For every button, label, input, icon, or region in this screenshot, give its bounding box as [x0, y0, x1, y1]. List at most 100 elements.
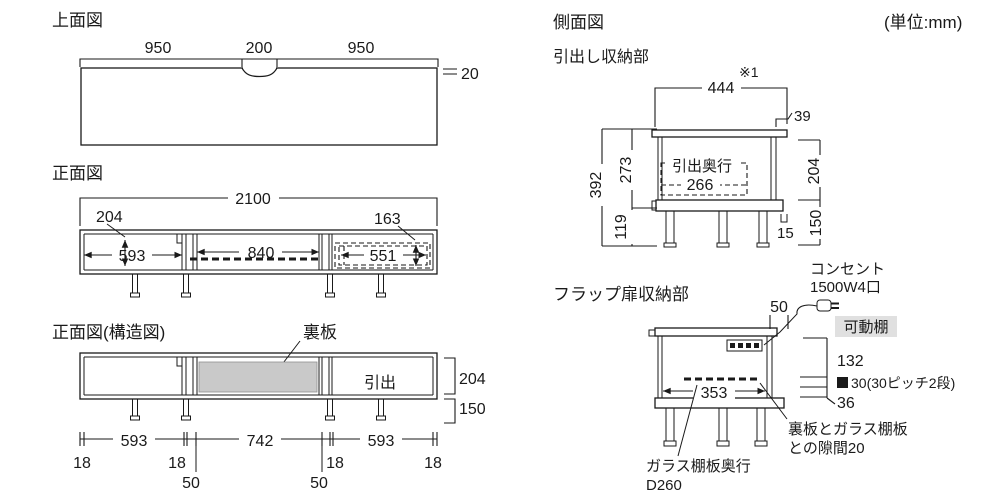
dim-950-right: 950	[348, 40, 375, 57]
structure-door-catch	[176, 356, 183, 367]
side-drawer-view: 側面図 (単位:mm) 引出し収納部 ※1 444 39 引出奥行 266 15	[553, 13, 962, 248]
outlet-offset-ticks	[769, 315, 789, 329]
drawer-depth-label: 引出奥行	[672, 158, 732, 175]
flap-top-board	[654, 327, 778, 337]
dim-150-structure: 150	[459, 401, 486, 418]
side-flap-view: フラップ扉収納部 コンセント 1500W4口 50 353	[553, 261, 955, 494]
glass-note-line1: ガラス棚板奥行	[646, 457, 751, 475]
structure-view-title: 正面図(構造図)	[52, 323, 165, 342]
back-panel-label: 裏板	[303, 322, 337, 342]
front-163-leader	[397, 225, 416, 241]
back-gap-mark	[775, 112, 793, 127]
movable-shelf-tag-bg	[835, 316, 897, 337]
dim-444-bg	[702, 81, 741, 94]
front-view-title: 正面図	[52, 164, 103, 183]
dim-50-leaders	[195, 441, 323, 472]
side-view-title: 側面図	[553, 13, 604, 32]
dim-551: 551	[370, 248, 397, 265]
dim-204-front: 204	[96, 209, 123, 226]
drawer-dashed-inner	[338, 245, 428, 266]
dim-2100: 2100	[235, 191, 271, 208]
structure-view: 正面図(構造図) 裏板 引出 204 150 593 742 59	[52, 322, 486, 492]
dim-18-2: 18	[168, 455, 186, 472]
structure-legs	[130, 398, 386, 421]
flap-section-title: フラップ扉収納部	[553, 285, 689, 304]
dim-204-structure: 204	[459, 371, 486, 388]
dim-353-bg	[693, 384, 735, 399]
dim-150-side: 150	[808, 210, 825, 237]
drawer-depth-label-bg	[665, 158, 739, 174]
side-walls	[657, 137, 777, 200]
dim-163: 163	[374, 211, 401, 228]
back-panel-area	[198, 361, 318, 393]
shelf-pitch-bracket	[800, 337, 836, 405]
top-dim-bracket	[79, 58, 439, 67]
top-view: 上面図 950 200 950 20	[52, 11, 479, 146]
glass-note-leader	[677, 384, 698, 457]
glass-note-line2: D260	[646, 477, 682, 494]
dim-593-b1: 593	[121, 433, 148, 450]
dim-444: 444	[708, 80, 735, 97]
dim-950-left: 950	[145, 40, 172, 57]
structure-cabinet-outline	[79, 352, 438, 400]
pitch-step-label: 30(30ピッチ2段)	[851, 375, 955, 391]
dim-18-1: 18	[73, 455, 91, 472]
unit-note: (単位:mm)	[884, 13, 962, 32]
top-view-title: 上面図	[52, 11, 103, 30]
cable-notch	[241, 67, 278, 78]
side-right-dims: 204 150	[798, 139, 825, 246]
side-top-board	[651, 129, 788, 138]
side-bottom-board	[655, 199, 784, 212]
structure-dividers	[181, 357, 333, 395]
gap-note-line1: 裏板とガラス棚板	[788, 420, 908, 438]
outlet-strip	[726, 339, 763, 352]
side-left-dims: 392 273 119	[588, 128, 657, 247]
outlet-label-line1: コンセント	[810, 261, 885, 278]
dim-551-bg	[364, 247, 403, 262]
dim-50-2: 50	[310, 475, 328, 492]
plug-icon	[763, 299, 839, 346]
dim-266-bg	[681, 177, 720, 191]
front-door-catch	[176, 233, 183, 244]
dim-392: 392	[588, 172, 605, 199]
dim-39: 39	[794, 108, 811, 125]
dim-2100-bg	[228, 191, 279, 205]
dim-50-1: 50	[182, 475, 200, 492]
structure-cabinet-inner	[83, 356, 434, 396]
dim-273: 273	[618, 157, 635, 184]
dim-15: 15	[777, 225, 794, 242]
top-dim-ticks	[241, 59, 278, 67]
front-204-leader	[106, 223, 126, 238]
dim-266: 266	[687, 177, 714, 194]
flap-front-tab	[648, 329, 656, 337]
dim-119: 119	[613, 214, 630, 240]
dim-593-b2: 593	[368, 433, 395, 450]
dim-20: 20	[461, 66, 479, 83]
bracket-204	[444, 357, 456, 395]
bottom-dim-chain: 593 742 593 18 18 18 18 50 50	[73, 432, 442, 492]
dim-36: 36	[837, 395, 855, 412]
drawer-label: 引出	[364, 374, 396, 392]
gap-note-leader	[759, 382, 788, 420]
dim-353: 353	[701, 385, 728, 402]
front-cabinet-outline	[79, 229, 438, 275]
thickness-ticks	[443, 68, 457, 75]
dim-200-center: 200	[246, 40, 273, 57]
drawer-dashed-outer	[334, 242, 431, 269]
dim-840-bg	[239, 244, 282, 259]
top-panel-outline	[80, 67, 438, 146]
gap-note-line2: との隙間20	[788, 440, 865, 457]
dim-204-side: 204	[806, 158, 823, 185]
flap-legs	[663, 407, 768, 447]
side-drawer-legs	[663, 210, 770, 248]
flap-walls	[657, 336, 773, 398]
note-ref: ※1	[739, 64, 759, 80]
dim-132: 132	[837, 353, 864, 370]
dim-50-outlet: 50	[770, 299, 788, 316]
dim-593: 593	[119, 248, 146, 265]
outlet-label-line2: 1500W4口	[810, 279, 881, 296]
dim-18-3: 18	[326, 455, 344, 472]
notch-mask	[243, 66, 276, 70]
front-legs	[130, 273, 386, 298]
